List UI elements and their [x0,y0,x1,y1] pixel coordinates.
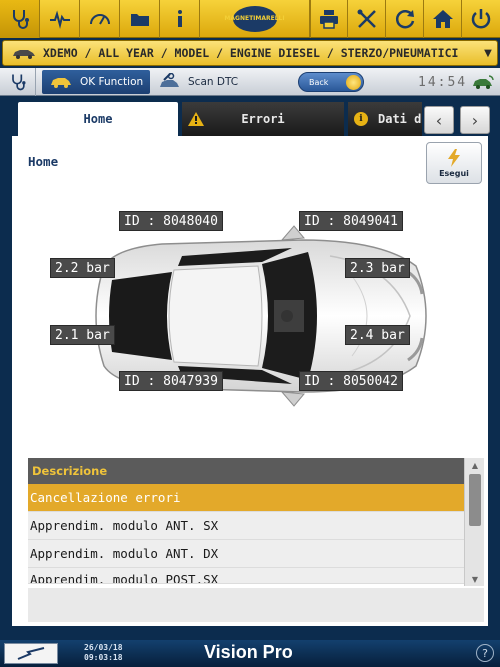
list-header: Descrizione [28,458,464,484]
page-title: Home [28,154,59,169]
scroll-up-icon[interactable]: ▲ [471,460,479,470]
refresh-icon [395,10,414,29]
tab-errori-label: Errori [241,112,285,126]
home-icon [432,10,453,28]
help-icon[interactable]: ? [476,644,494,662]
vehicle-path-bar[interactable]: XDEMO / ALL YEAR / MODEL / ENGINE DIESEL… [2,40,498,66]
car-yellow-icon [51,77,71,88]
tire-pressure-rear-right: 2.4 bar [345,325,410,345]
info-icon: i [354,112,368,126]
scroll-thumb[interactable] [469,474,481,526]
datetime: 26/03/18 09:03:18 [84,643,123,663]
list-scrollbar[interactable]: ▲ ▼ [464,458,484,586]
tools-icon [357,9,376,28]
chevron-right-icon: › [471,110,479,130]
tire-id-front-right: ID : 8049041 [299,211,403,231]
tire-id-front-left: ID : 8048040 [119,211,223,231]
tab-home[interactable]: Home [18,102,178,136]
toggle-knob-icon [346,75,361,90]
tire-id-rear-left: ID : 8047939 [119,371,223,391]
tab-dati[interactable]: i Dati d [348,102,422,136]
folder-button[interactable] [120,0,160,38]
waveform-icon [49,10,70,29]
list-item[interactable]: Apprendim. modulo POST.SX [28,568,464,584]
car-icon [13,50,35,59]
tire-pressure-front-right: 2.3 bar [345,258,410,278]
scan-car-icon [160,72,179,87]
chevron-left-icon: ‹ [435,110,443,130]
brand-area: MAGNETI MARELLI [200,0,310,37]
chevron-down-icon[interactable]: ▼ [484,47,492,59]
lightning-icon [448,148,460,167]
list-item[interactable]: Cancellazione errori [28,484,464,512]
back-label: Back [309,77,329,87]
stethoscope-icon [11,74,25,90]
scan-dtc-label: Scan DTC [188,75,239,88]
home-panel: Home Esegui [12,136,488,626]
scan-dtc-button[interactable]: Scan DTC [158,70,254,94]
vehicle-path-text: XDEMO / ALL YEAR / MODEL / ENGINE DIESEL… [43,46,459,60]
lcd-readout: 14:54 [418,75,468,90]
brand-logo-line1: MAGNETI [224,15,256,22]
scroll-down-icon[interactable]: ▼ [471,574,479,584]
info-icon [177,10,182,27]
oscilloscope-button[interactable] [40,0,80,38]
power-icon [471,9,491,29]
magneti-marelli-logo: MAGNETI MARELLI [224,5,285,32]
main-toolbar: MAGNETI MARELLI [0,0,500,38]
back-toggle[interactable]: Back [298,72,364,92]
ok-function-label: OK Function [80,75,144,88]
folder-icon [130,14,149,26]
ok-function-button[interactable]: OK Function [42,69,150,94]
car-connection-icon [473,75,494,89]
info-button[interactable] [160,0,200,38]
tab-errori[interactable]: Errori [182,102,344,136]
esegui-button[interactable]: Esegui [426,142,482,184]
warning-icon [188,112,204,126]
tab-bar: Home Errori i Dati d ‹ › [0,102,500,136]
tab-dati-label: Dati d [378,112,422,126]
car-diagram: ID : 8048040 ID : 8049041 2.2 bar 2.3 ba… [12,196,488,436]
list-item[interactable]: Apprendim. modulo ANT. DX [28,540,464,568]
tire-id-rear-right: ID : 8050042 [299,371,403,391]
esegui-label: Esegui [439,168,469,178]
panel-footer [28,588,484,622]
tire-pressure-front-left: 2.2 bar [50,258,115,278]
status-time: 09:03:18 [84,653,123,662]
function-bar: OK Function Scan DTC Back 14:54 [0,67,500,96]
power-button[interactable] [462,0,500,38]
stethoscope-icon [12,10,29,29]
status-date: 26/03/18 [84,643,123,652]
printer-icon [320,10,338,29]
list-item[interactable]: Apprendim. modulo ANT. SX [28,512,464,540]
function-list: Descrizione Cancellazione errori Apprend… [28,458,484,586]
tab-home-label: Home [83,112,113,126]
refresh-button[interactable] [386,0,424,38]
tire-pressure-rear-left: 2.1 bar [50,325,115,345]
signal-button[interactable] [4,643,58,664]
brand-logo-line2: MARELLI [255,15,285,22]
home-button[interactable] [424,0,462,38]
tab-scroll-left-button[interactable]: ‹ [424,106,454,134]
product-name: Vision Pro [204,642,293,662]
connection-button[interactable] [470,71,496,93]
status-bar: 26/03/18 09:03:18 Vision Pro ? [0,640,500,667]
tab-scroll-right-button[interactable]: › [460,106,490,134]
gauge-button[interactable] [80,0,120,38]
lightning-signal-icon [17,646,45,660]
print-button[interactable] [310,0,348,38]
gauge-icon [89,14,110,25]
tools-button[interactable] [348,0,386,38]
diagnosis-button[interactable] [0,0,40,38]
car-top-view-icon [95,225,427,407]
stethoscope-button[interactable] [0,67,36,96]
